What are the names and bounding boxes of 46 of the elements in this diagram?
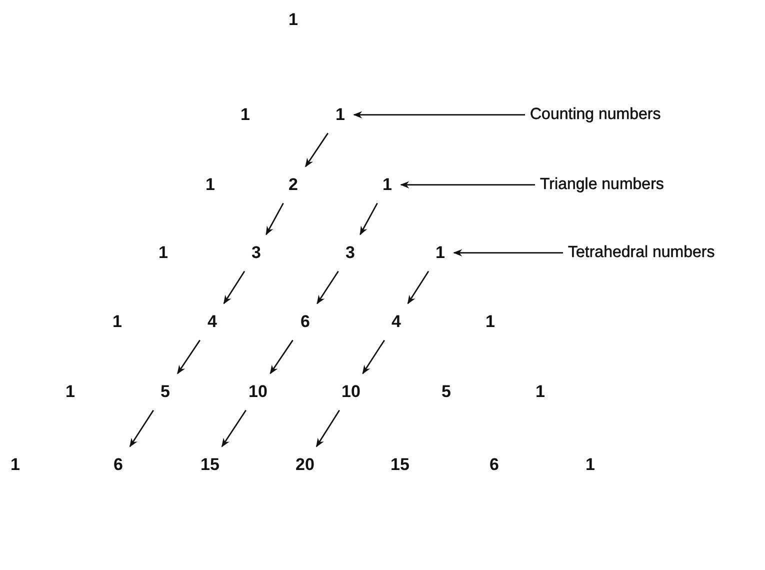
number: 15 [194,452,226,478]
arrow [270,340,294,374]
number: 3 [246,240,267,266]
number: 1 [200,172,221,198]
number: 20 [290,452,320,478]
arrow [453,249,563,256]
number: 1 [530,380,551,404]
arrow [362,340,385,374]
arrow [360,202,378,236]
number: 10 [242,380,274,404]
number: 5 [436,380,457,404]
number: 15 [384,452,416,478]
series-label: Triangle numbers [538,173,666,197]
series-label: Counting numbers [528,103,663,127]
number: 1 [152,240,174,266]
arrow [407,270,430,304]
number: 1 [4,452,26,478]
number: 5 [154,380,176,404]
number: 1 [330,102,351,128]
arrow [353,111,525,118]
number: 6 [484,452,505,478]
arrow [177,340,200,374]
number: 6 [294,310,316,334]
number: 1 [282,8,304,32]
arrow [266,202,284,236]
number: 1 [580,452,601,478]
number: 4 [202,310,223,334]
arrow [129,410,154,448]
number: 1 [376,172,398,198]
number: 4 [386,310,407,334]
number: 3 [340,240,361,266]
number: 1 [480,310,501,334]
arrow [223,270,246,304]
number: 1 [430,240,451,266]
arrow [316,410,340,448]
arrow [305,132,328,168]
number: 2 [282,172,304,198]
series-label: Tetrahedral numbers [566,241,717,265]
number: 1 [106,310,128,334]
arrow [316,270,339,304]
number: 1 [60,380,81,404]
arrow [400,181,535,188]
arrow [221,410,246,448]
number: 10 [336,380,366,404]
number: 1 [234,102,256,128]
number: 6 [108,452,129,478]
